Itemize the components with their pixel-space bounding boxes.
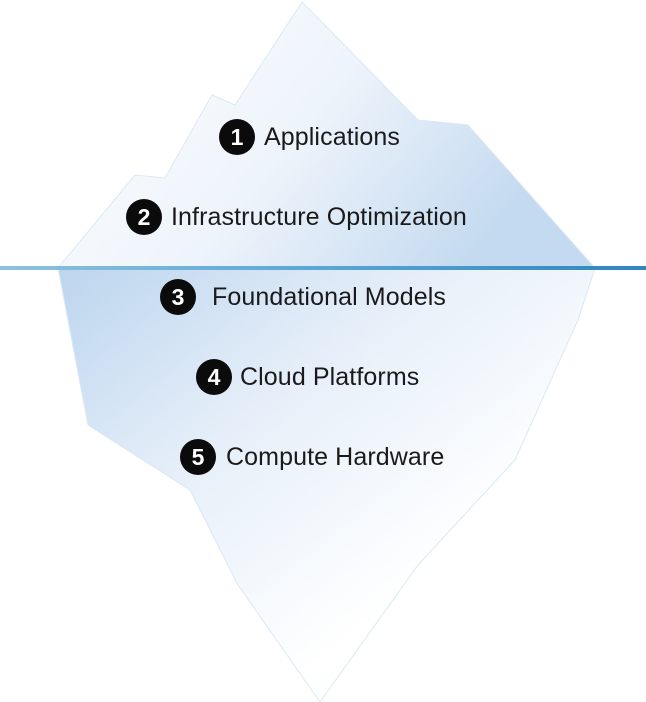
- layer-label: Compute Hardware: [226, 442, 445, 471]
- layer-cloud-platforms: 4 Cloud Platforms: [196, 357, 419, 397]
- layer-number-badge: 3: [160, 279, 196, 315]
- layer-number-badge: 2: [126, 199, 162, 235]
- layer-label: Foundational Models: [212, 282, 446, 311]
- iceberg-top-shape: [56, 1, 597, 269]
- layer-number-badge: 4: [196, 359, 232, 395]
- iceberg-bottom-shape: [57, 267, 596, 702]
- layer-infrastructure-optimization: 2 Infrastructure Optimization: [126, 197, 467, 237]
- waterline: [0, 266, 646, 270]
- layer-label: Cloud Platforms: [240, 362, 420, 391]
- layer-foundational-models: 3 Foundational Models: [160, 277, 446, 317]
- layer-label: Infrastructure Optimization: [171, 202, 467, 231]
- layer-compute-hardware: 5 Compute Hardware: [180, 437, 444, 477]
- layer-number-badge: 5: [180, 439, 216, 475]
- layer-number-badge: 1: [219, 119, 255, 155]
- layer-applications: 1 Applications: [219, 117, 400, 157]
- layer-label: Applications: [264, 122, 401, 151]
